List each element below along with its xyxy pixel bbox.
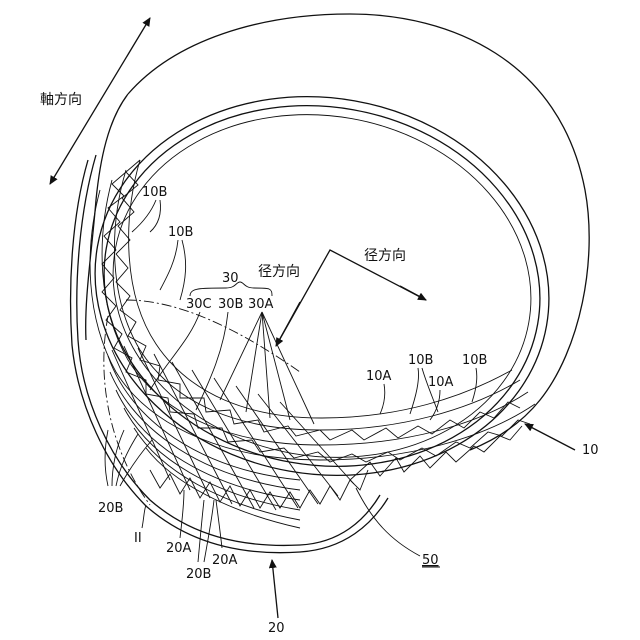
- label-radial-direction-2: 径方向: [364, 248, 406, 264]
- label-II: II: [134, 531, 142, 546]
- label-10B-right-1: 10B: [408, 353, 433, 368]
- label-20A-2: 20A: [212, 553, 238, 568]
- label-10: 10: [582, 443, 599, 458]
- label-10A-2: 10A: [428, 375, 454, 390]
- label-20B-left: 20B: [98, 501, 123, 516]
- label-10B-right-2: 10B: [462, 353, 487, 368]
- label-10A-1: 10A: [366, 369, 392, 384]
- label-20: 20: [268, 621, 285, 636]
- rim-opening: [65, 61, 579, 510]
- label-10B-top-1: 10B: [142, 185, 167, 200]
- label-10B-top-2: 10B: [168, 225, 193, 240]
- label-30B: 30B: [218, 297, 243, 312]
- label-radial-direction-1: 径方向: [258, 264, 300, 280]
- label-axial-direction: 軸方向: [40, 92, 82, 108]
- label-20A-1: 20A: [166, 541, 192, 556]
- label-30A: 30A: [248, 297, 274, 312]
- tire-outer-body: [71, 14, 590, 553]
- label-30: 30: [222, 271, 239, 286]
- lattice-spokes-20: [108, 346, 522, 528]
- label-30C: 30C: [186, 297, 212, 312]
- label-20B-bottom: 20B: [186, 567, 211, 582]
- label-50: 50: [422, 553, 439, 568]
